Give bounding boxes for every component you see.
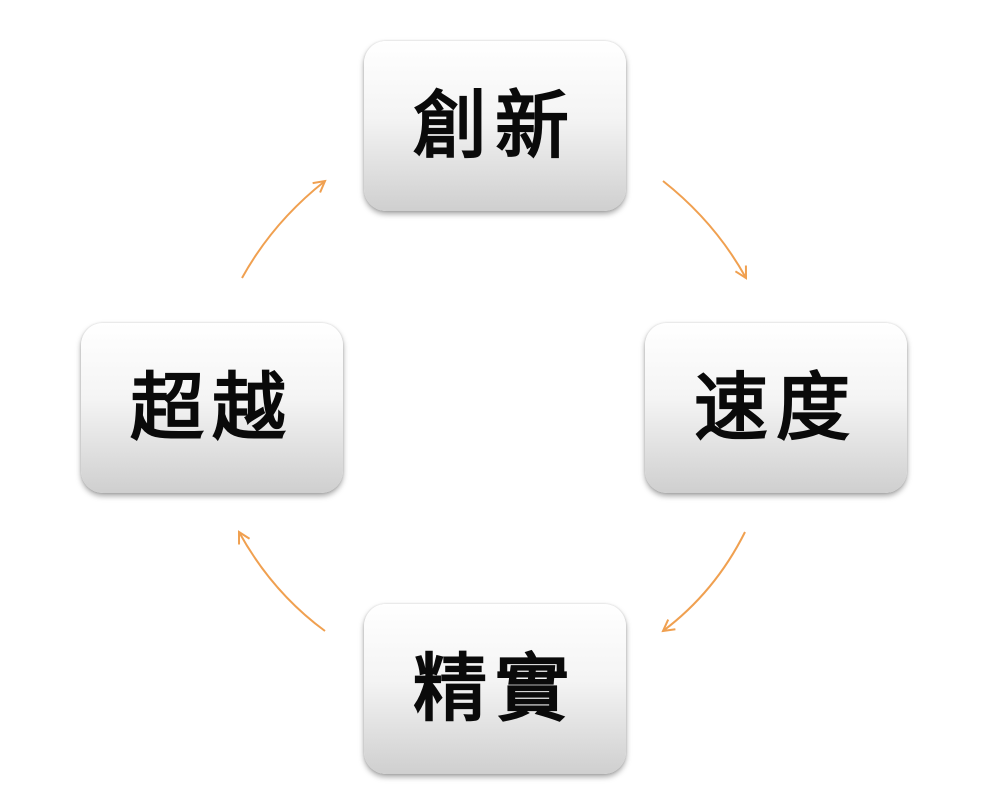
- node-label: 創新: [413, 83, 577, 169]
- arrow-right-to-bottom: [663, 531, 746, 631]
- node-lean: 精實: [364, 604, 626, 774]
- arrow-top-to-right: [662, 180, 746, 278]
- node-label: 超越: [130, 365, 294, 451]
- node-surpass: 超越: [81, 323, 343, 493]
- node-label: 精實: [413, 646, 577, 732]
- node-innovation: 創新: [364, 41, 626, 211]
- arrow-left-to-top: [241, 181, 325, 279]
- node-label: 速度: [694, 365, 858, 451]
- node-speed: 速度: [645, 323, 907, 493]
- arrow-bottom-to-left: [239, 532, 326, 632]
